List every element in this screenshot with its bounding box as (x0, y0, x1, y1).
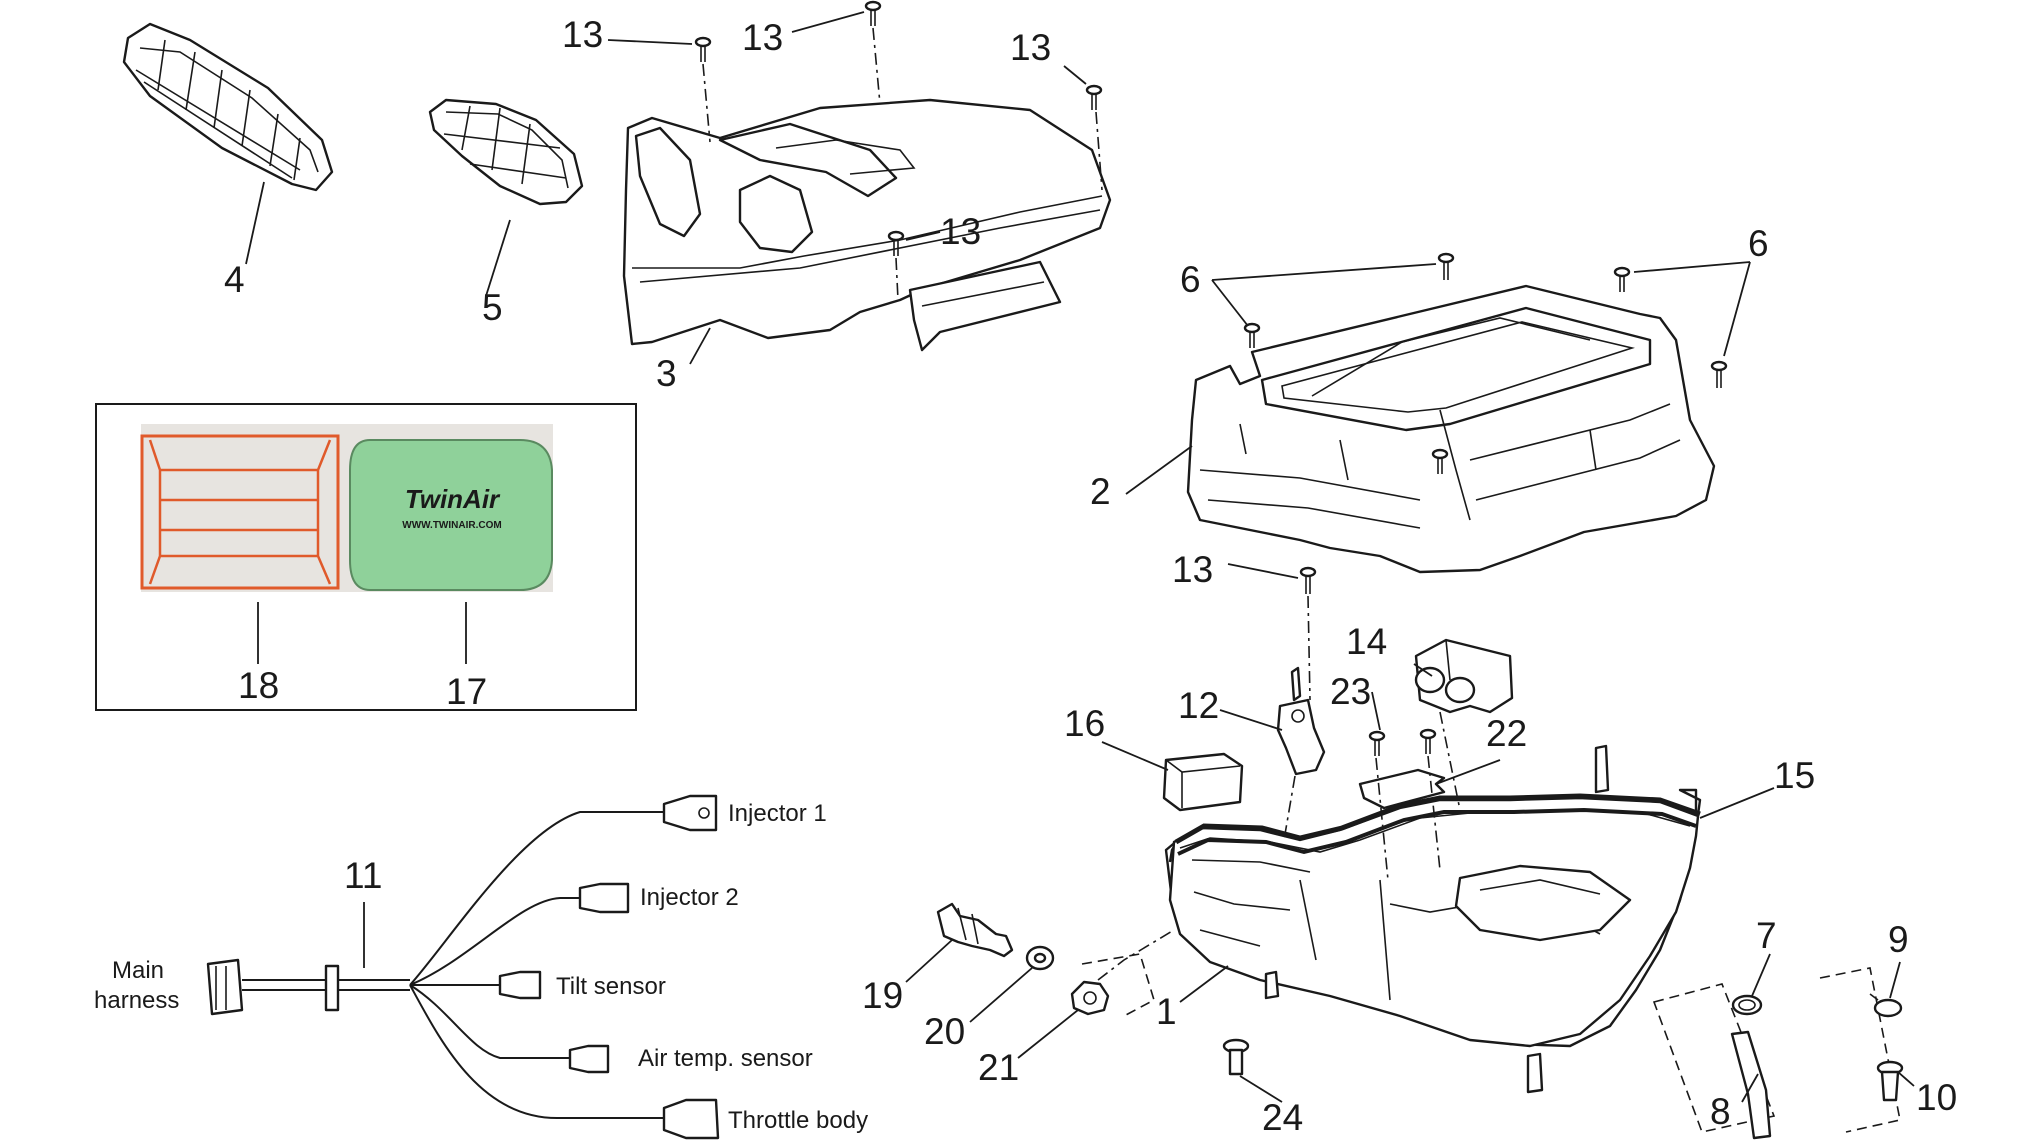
screw-6-e (1431, 448, 1449, 474)
label-injector-2: Injector 2 (640, 884, 739, 911)
part-15-seal-gasket (1174, 793, 1701, 856)
twinair-logo: TwinAir (405, 484, 501, 514)
part-3-airbox-cover (622, 98, 1112, 352)
filter-photo-inset: TwinAir WWW.TWINAIR.COM (95, 403, 637, 711)
callout-numbers: 13 13 13 13 4 5 3 6 6 2 13 14 12 23 16 2… (224, 14, 1957, 1138)
callout-3: 3 (656, 353, 677, 394)
callout-5: 5 (482, 287, 503, 328)
callout-2: 2 (1090, 471, 1111, 512)
callout-8: 8 (1710, 1091, 1731, 1132)
part-16-foam-block (1162, 752, 1244, 812)
callout-6: 6 (1748, 223, 1769, 264)
part-5-intake-grille (428, 98, 584, 206)
callout-12: 12 (1178, 685, 1219, 726)
screw-13-cover (887, 230, 905, 256)
screw-6-c (1613, 266, 1631, 292)
part-21-nut (1070, 980, 1110, 1016)
part-17-foam-filter: TwinAir WWW.TWINAIR.COM (349, 439, 553, 591)
part-2-airbox-housing (1186, 284, 1716, 574)
callout-20: 20 (924, 1011, 965, 1052)
callout-19: 19 (862, 975, 903, 1016)
label-injector-1: Injector 1 (728, 800, 827, 827)
part-18-filter-frame (140, 434, 340, 590)
part-19-fitting (936, 902, 1014, 958)
part-12-sensor (1276, 666, 1326, 776)
callout-24: 24 (1262, 1097, 1303, 1138)
harness-labels: Main harness Injector 1 Injector 2 Tilt … (94, 800, 868, 1134)
callout-13: 13 (1010, 27, 1051, 68)
part-20-washer (1025, 945, 1055, 971)
callout-21: 21 (978, 1047, 1019, 1088)
screw-23-a (1368, 730, 1386, 756)
screw-6-b (1437, 252, 1455, 280)
callout-17: 17 (446, 671, 487, 712)
callout-23: 23 (1330, 671, 1371, 712)
callout-11: 11 (344, 855, 382, 896)
callout-4: 4 (224, 259, 245, 300)
screw-13-top-mid (864, 0, 882, 26)
label-main-harness: Main (112, 957, 164, 984)
callout-9: 9 (1888, 919, 1909, 960)
assembly-lines (702, 27, 1901, 1133)
screw-6-d (1710, 360, 1728, 388)
callout-13: 13 (940, 211, 981, 252)
part-10-plug (1876, 1060, 1904, 1102)
part-11-wiring-harness (206, 794, 720, 1140)
screw-13-top-left (694, 36, 712, 62)
part-7-hose-clamp (1731, 994, 1763, 1016)
screw-13-top-right (1085, 84, 1103, 110)
part-14-bracket (1414, 638, 1514, 714)
callout-13: 13 (1172, 549, 1213, 590)
screws (694, 0, 1728, 756)
callout-15: 15 (1774, 755, 1815, 796)
callout-14: 14 (1346, 621, 1387, 662)
screw-6-a (1243, 322, 1261, 348)
label-tilt-sensor: Tilt sensor (556, 973, 666, 1000)
part-24-bolt (1222, 1038, 1250, 1076)
screw-13-lower (1299, 566, 1317, 594)
twinair-url: WWW.TWINAIR.COM (402, 520, 501, 531)
callout-1: 1 (1156, 991, 1177, 1032)
callout-13: 13 (562, 14, 603, 55)
callout-6: 6 (1180, 259, 1201, 300)
part-9-clamp (1869, 993, 1903, 1018)
callout-16: 16 (1064, 703, 1105, 744)
callout-7: 7 (1756, 915, 1777, 956)
screw-23-b (1419, 728, 1437, 754)
part-22-plate (1358, 768, 1446, 810)
label-throttle-body: Throttle body (728, 1107, 868, 1134)
callout-10: 10 (1916, 1077, 1957, 1118)
label-air-temp-sensor: Air temp. sensor (638, 1045, 813, 1072)
callout-22: 22 (1486, 713, 1527, 754)
part-1-airbox-tray (1164, 744, 1702, 1094)
callout-18: 18 (238, 665, 279, 706)
label-main-harness: harness (94, 987, 179, 1014)
leader-lines (245, 11, 1915, 1103)
part-4-intake-duct (122, 22, 334, 192)
callout-13: 13 (742, 17, 783, 58)
